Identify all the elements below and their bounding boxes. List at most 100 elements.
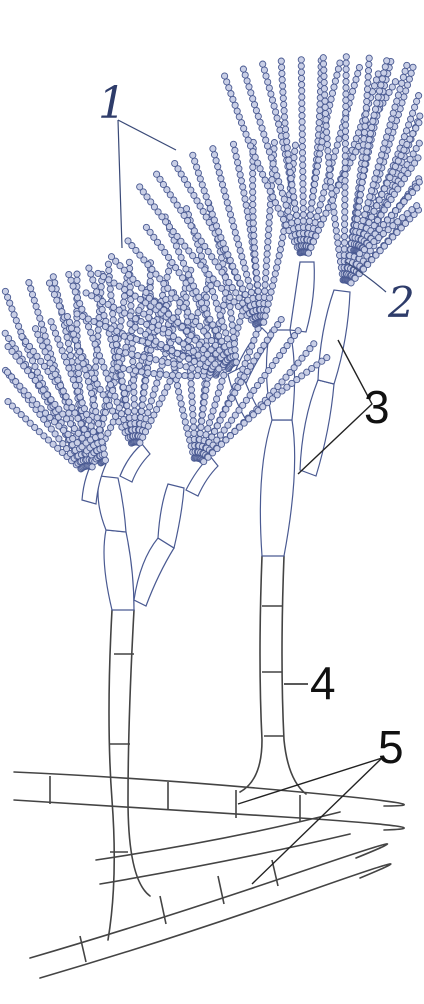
conidium — [182, 373, 188, 379]
conidium — [320, 61, 326, 67]
conidium — [188, 381, 194, 387]
conidium — [179, 407, 185, 413]
conidium — [236, 241, 242, 247]
conidium — [322, 110, 328, 116]
conidium — [107, 286, 113, 292]
conidium — [127, 321, 133, 327]
conidium — [322, 184, 328, 190]
conidium — [114, 364, 120, 370]
conidium — [278, 58, 284, 64]
conidium — [65, 340, 71, 346]
conidium — [264, 245, 270, 251]
conidium — [88, 423, 94, 429]
conidium — [404, 62, 410, 68]
conidium — [321, 86, 327, 92]
conidium — [217, 312, 223, 318]
conidium — [164, 384, 170, 390]
conidium — [299, 119, 305, 125]
conidium — [252, 251, 258, 257]
conidium — [221, 324, 227, 330]
conidium — [266, 220, 272, 226]
conidium — [108, 254, 114, 260]
conidium — [126, 259, 132, 265]
conidium — [199, 182, 205, 188]
conidium — [342, 128, 348, 134]
conidium — [270, 161, 276, 167]
conidium — [150, 392, 156, 398]
conidium — [239, 253, 245, 259]
conidium — [287, 214, 293, 220]
conidium — [266, 214, 272, 220]
conidium — [79, 306, 85, 312]
conidium — [266, 226, 272, 232]
conidium — [247, 349, 253, 355]
conidium — [46, 280, 52, 286]
conidium — [325, 148, 331, 154]
conidium — [300, 162, 306, 168]
conidium — [64, 359, 70, 365]
conidium — [343, 54, 349, 60]
conidium — [403, 128, 409, 134]
conidium — [342, 184, 348, 190]
conidium — [385, 128, 391, 134]
conidium — [335, 66, 341, 72]
conidium — [292, 142, 298, 148]
conidium — [71, 331, 77, 337]
conidium — [363, 206, 369, 212]
conidium — [159, 358, 165, 364]
conidium — [269, 97, 275, 103]
conidium — [141, 390, 147, 396]
conidium — [264, 251, 270, 257]
conidium — [362, 212, 368, 218]
conidium — [198, 424, 204, 430]
conidium — [244, 355, 250, 361]
conidium — [291, 194, 297, 200]
conidium — [276, 121, 282, 127]
conidium — [416, 179, 422, 185]
conidium — [228, 310, 234, 316]
conidium — [378, 82, 384, 88]
conidium — [342, 147, 348, 153]
conidium — [66, 271, 72, 277]
conidium — [76, 349, 82, 355]
conidium — [89, 390, 95, 396]
conidium — [265, 232, 271, 238]
conidium — [183, 364, 189, 370]
conidium — [390, 110, 396, 116]
conidia-chains — [2, 54, 423, 472]
conidium — [11, 312, 17, 318]
conidium — [13, 317, 19, 323]
conidium — [9, 306, 15, 312]
conidium — [250, 195, 256, 201]
conidium — [332, 78, 338, 84]
conidium — [299, 125, 305, 131]
conidium — [266, 85, 272, 91]
conidium — [324, 129, 330, 135]
conidium — [94, 347, 100, 353]
conidium — [336, 136, 342, 142]
conidium — [2, 288, 8, 294]
conidium — [317, 202, 323, 208]
conidium — [382, 140, 388, 146]
conidium — [342, 172, 348, 178]
conidium — [298, 75, 304, 81]
conidium — [139, 338, 145, 344]
conidium — [300, 206, 306, 212]
conidium — [274, 173, 280, 179]
conidium — [231, 341, 237, 347]
conidium — [412, 104, 418, 110]
conidium — [417, 113, 423, 119]
conidium — [224, 79, 230, 85]
conidium — [363, 155, 369, 161]
conidium — [307, 212, 313, 218]
conidium — [169, 372, 175, 378]
conidium — [237, 319, 243, 325]
conidium — [191, 424, 197, 430]
conidium — [278, 184, 284, 190]
conidium — [207, 205, 213, 211]
conidium — [380, 146, 386, 152]
conidium — [357, 192, 363, 198]
conidium — [234, 235, 240, 241]
conidium — [238, 120, 244, 126]
